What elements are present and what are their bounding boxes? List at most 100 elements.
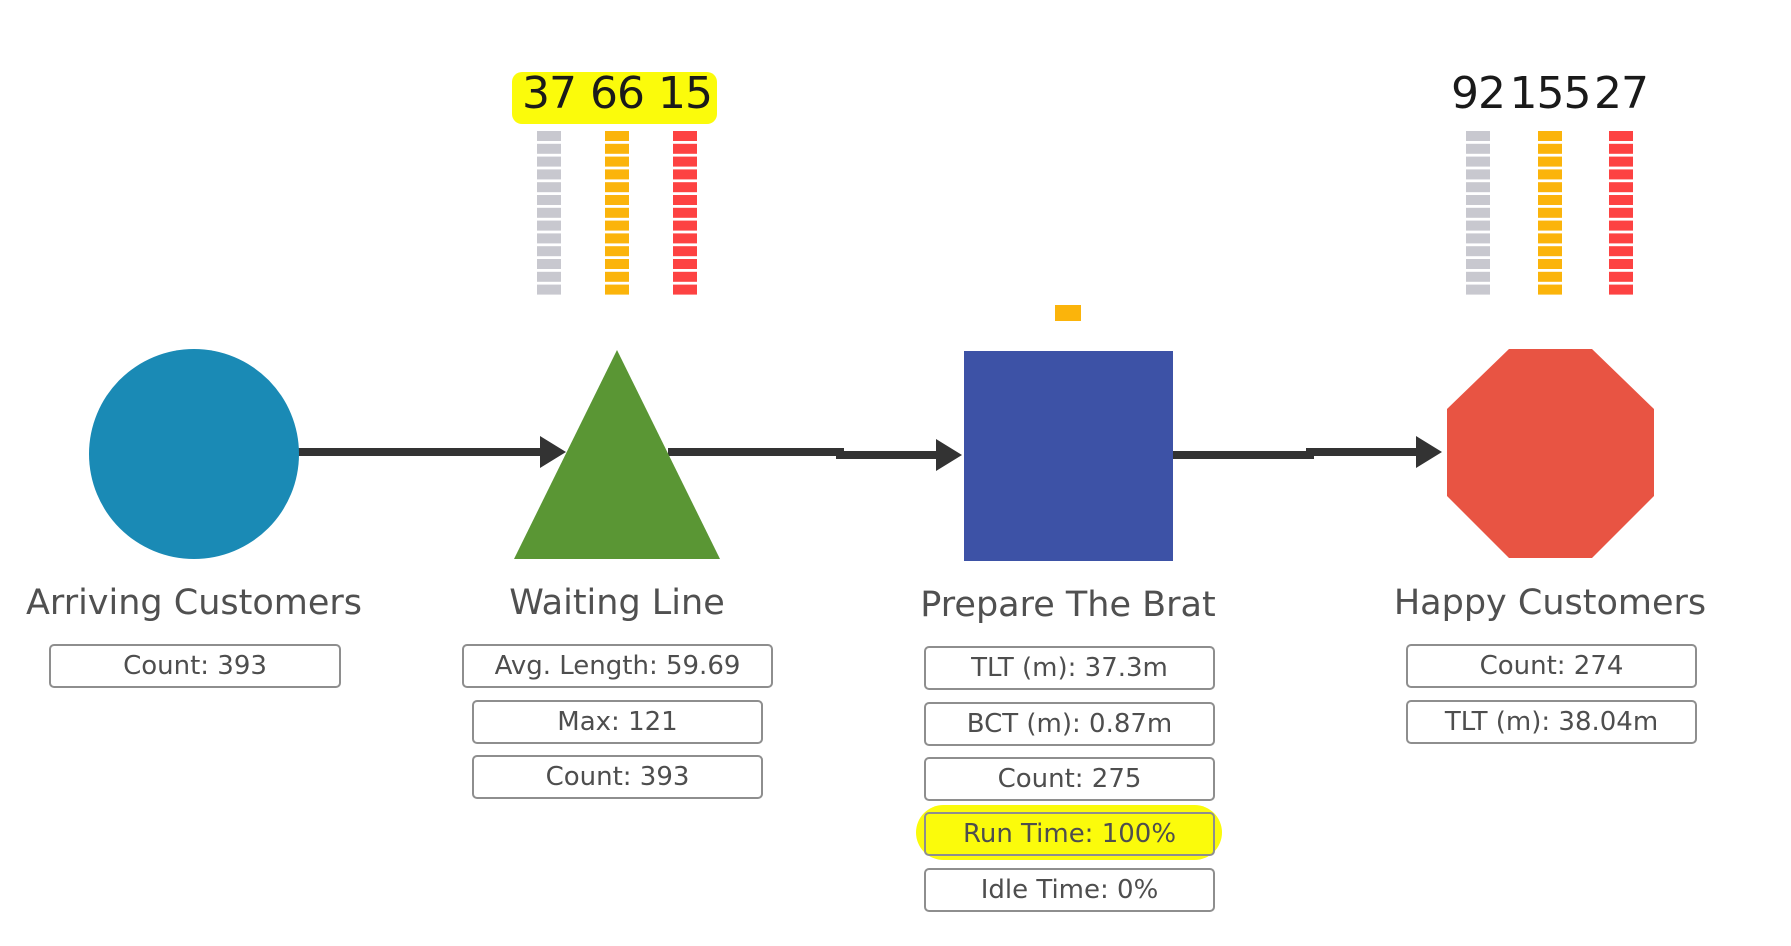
connector-prepare-to-happy [1172,448,1420,459]
happy-gray-block [1466,220,1490,231]
happy-gray-block [1466,169,1490,180]
arrow-head-happy [1416,436,1442,468]
happy-gray-block [1466,259,1490,269]
waiting-orange-block [605,284,629,295]
waiting-red-block [673,259,697,269]
waiting-red-block [673,207,697,218]
waiting-orange-count: 66 [590,68,645,119]
waiting-orange-block [605,143,629,154]
happy-orange-block [1538,259,1562,269]
waiting-line-triangle-icon[interactable] [514,350,720,559]
waiting-orange-block [605,182,629,193]
waiting-line-queue-bars [537,131,697,295]
waiting-red-block [673,182,697,193]
prepare-queue-bar [1055,305,1081,321]
waiting-red-block [673,271,697,282]
happy-red-block [1609,207,1633,218]
waiting-gray-block [537,207,561,218]
arrow-head-prepare [936,439,962,471]
happy-count-stat: Count: 274 [1406,644,1697,688]
waiting-red-block [673,156,697,167]
waiting-gray-block [537,271,561,282]
happy-orange-block [1538,169,1562,180]
prepare-the-brat-square-icon[interactable] [964,351,1173,561]
waiting-gray-block [537,169,561,180]
waiting-red-block [673,143,697,154]
happy-red-block [1609,143,1633,154]
waiting-gray-block [537,143,561,154]
happy-orange-block [1538,220,1562,231]
happy-orange-block [1538,233,1562,244]
waiting-red-block [673,131,697,141]
arriving-count-stat: Count: 393 [49,644,341,688]
happy-gray-block [1466,182,1490,193]
waiting-gray-block [537,195,561,205]
happy-gray-block [1466,195,1490,205]
prepare-the-brat-label: Prepare The Brat [920,585,1216,625]
waiting-orange-block [605,131,629,141]
waiting-red-block [673,195,697,205]
happy-red-block [1609,259,1633,269]
connector-waiting-to-prepare [668,448,940,459]
waiting-gray-block [537,182,561,193]
happy-orange-block [1538,207,1562,218]
happy-orange-block [1538,156,1562,167]
happy-gray-block [1466,131,1490,141]
connectors [298,436,1442,471]
prepare-count-stat: Count: 275 [924,757,1215,801]
happy-gray-block [1466,233,1490,244]
waiting-orange-block [605,246,629,257]
waiting-red-block [673,169,697,180]
happy-gray-block [1466,284,1490,295]
happy-red-block [1609,233,1633,244]
happy-gray-count: 92 [1451,68,1506,119]
happy-red-block [1609,220,1633,231]
prepare-bct-stat: BCT (m): 0.87m [924,702,1215,746]
waiting-orange-block [605,169,629,180]
waiting-gray-block [537,259,561,269]
happy-red-block [1609,271,1633,282]
queue-count-highlight [512,72,717,124]
waiting-gray-block [537,220,561,231]
waiting-orange-block [605,259,629,269]
waiting-red-block [673,233,697,244]
waiting-gray-block [537,246,561,257]
happy-red-block [1609,284,1633,295]
waiting-red-block [673,220,697,231]
happy-customers-octagon-icon[interactable] [1447,349,1654,558]
waiting-red-block [673,284,697,295]
happy-orange-block [1538,131,1562,141]
happy-gray-block [1466,271,1490,282]
happy-red-block [1609,195,1633,205]
happy-orange-block [1538,143,1562,154]
happy-red-block [1609,169,1633,180]
happy-orange-block [1538,271,1562,282]
prepare-orange-block [1055,305,1081,321]
waiting-avg-length-stat: Avg. Length: 59.69 [462,644,773,688]
happy-gray-block [1466,156,1490,167]
waiting-red-count: 15 [658,68,713,119]
arriving-customers-circle-icon[interactable] [89,349,299,559]
waiting-orange-block [605,207,629,218]
happy-red-block [1609,131,1633,141]
happy-red-count: 27 [1594,68,1649,119]
happy-gray-block [1466,207,1490,218]
waiting-gray-block [537,131,561,141]
prepare-tlt-stat: TLT (m): 37.3m [924,646,1215,690]
happy-customers-queue-bars [1466,131,1633,295]
waiting-gray-block [537,233,561,244]
waiting-line-label: Waiting Line [509,583,725,623]
happy-gray-block [1466,246,1490,257]
waiting-red-block [673,246,697,257]
happy-red-block [1609,182,1633,193]
waiting-orange-block [605,233,629,244]
happy-red-block [1609,246,1633,257]
waiting-max-stat: Max: 121 [472,700,763,744]
waiting-orange-block [605,220,629,231]
waiting-orange-block [605,156,629,167]
waiting-orange-block [605,271,629,282]
happy-orange-block [1538,182,1562,193]
prepare-idle-time-stat: Idle Time: 0% [924,868,1215,912]
